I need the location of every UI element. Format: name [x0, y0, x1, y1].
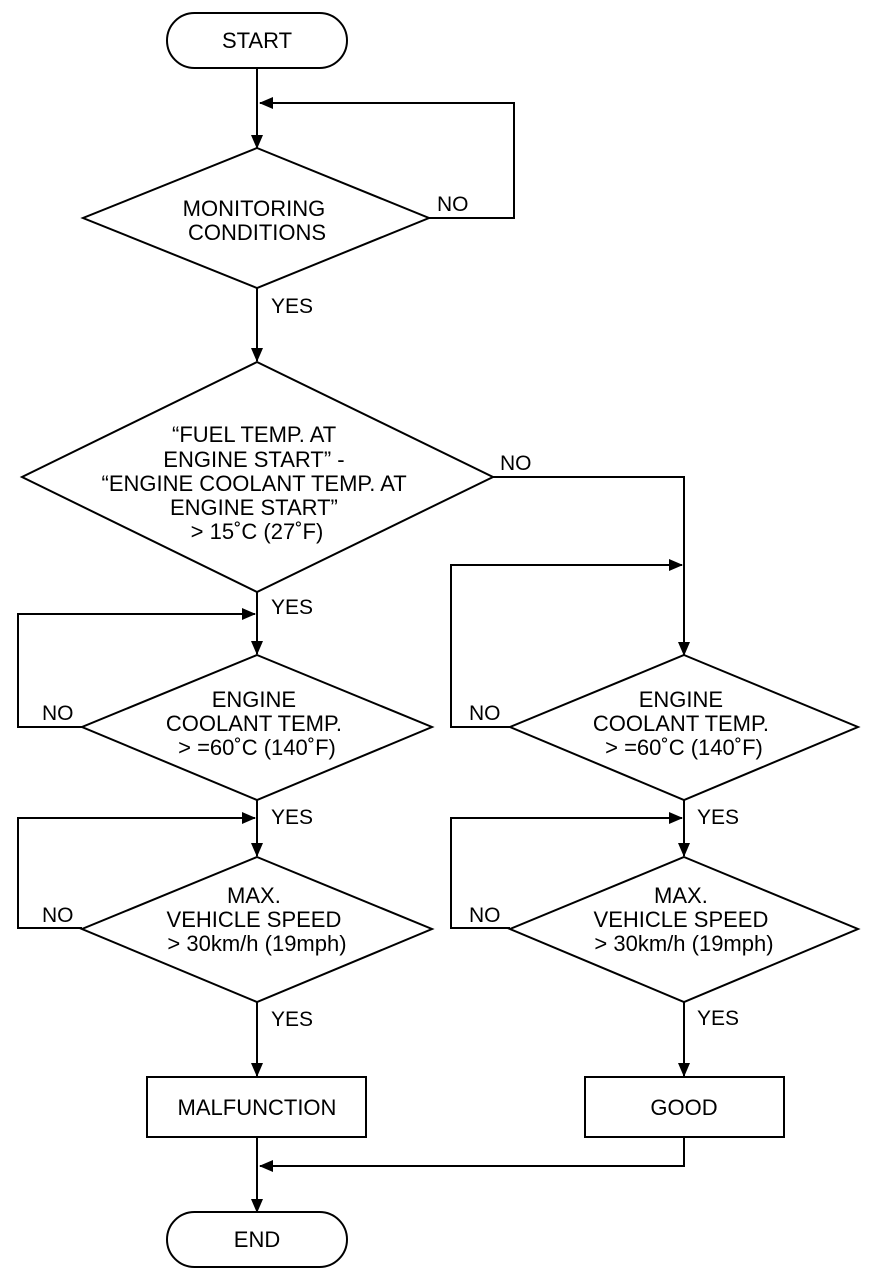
arrow-fuel-no: [493, 476, 690, 656]
loop-monitoring-no: [259, 97, 515, 219]
start-text: START: [222, 28, 292, 53]
label-fuel-yes: YES: [271, 596, 313, 619]
speed-left-decision: MAX. VEHICLE SPEED > 30km/h (19mph): [79, 855, 435, 1004]
label-fuel-no: NO: [500, 452, 532, 475]
coolant-right-text: ENGINE COOLANT TEMP. > =60˚C (140˚F): [593, 687, 775, 760]
label-speed-left-no: NO: [42, 904, 74, 927]
label-speed-left-yes: YES: [271, 1008, 313, 1031]
label-speed-right-no: NO: [469, 904, 501, 927]
loop-speed-left-no: [17, 812, 256, 929]
connectors: [17, 68, 690, 1213]
end-text: END: [234, 1227, 280, 1252]
branch-labels: NO YES NO YES NO YES NO YES NO YES NO YE…: [42, 193, 739, 1031]
loop-coolant-left-no: [17, 608, 256, 728]
end-node: END: [166, 1211, 348, 1268]
coolant-left-decision: ENGINE COOLANT TEMP. > =60˚C (140˚F): [79, 653, 435, 802]
malfunction-text: MALFUNCTION: [178, 1095, 337, 1120]
speed-left-text: MAX. VEHICLE SPEED > 30km/h (19mph): [167, 883, 348, 956]
label-coolant-right-no: NO: [469, 702, 501, 725]
monitoring-text: MONITORING CONDITIONS: [183, 196, 332, 245]
speed-right-decision: MAX. VEHICLE SPEED > 30km/h (19mph): [507, 855, 861, 1004]
label-monitoring-yes: YES: [271, 295, 313, 318]
malfunction-box: MALFUNCTION: [146, 1076, 367, 1138]
good-box: GOOD: [584, 1076, 785, 1138]
loop-coolant-right-no: [450, 559, 683, 728]
label-coolant-right-yes: YES: [697, 806, 739, 829]
label-coolant-left-no: NO: [42, 702, 74, 725]
label-speed-right-yes: YES: [697, 1007, 739, 1030]
speed-right-text: MAX. VEHICLE SPEED > 30km/h (19mph): [594, 883, 775, 956]
label-coolant-left-yes: YES: [271, 806, 313, 829]
loop-speed-right-no: [450, 812, 683, 929]
start-node: START: [166, 12, 348, 69]
label-monitoring-no: NO: [437, 193, 469, 216]
fuel-temp-decision: “FUEL TEMP. AT ENGINE START” - “ENGINE C…: [19, 360, 496, 594]
arrow-good-to-join: [259, 1137, 685, 1172]
monitoring-decision: MONITORING CONDITIONS: [80, 146, 432, 290]
fuel-temp-text: “FUEL TEMP. AT ENGINE START” - “ENGINE C…: [102, 422, 413, 544]
coolant-right-decision: ENGINE COOLANT TEMP. > =60˚C (140˚F): [507, 653, 861, 802]
good-text: GOOD: [650, 1095, 717, 1120]
coolant-left-text: ENGINE COOLANT TEMP. > =60˚C (140˚F): [166, 687, 348, 760]
